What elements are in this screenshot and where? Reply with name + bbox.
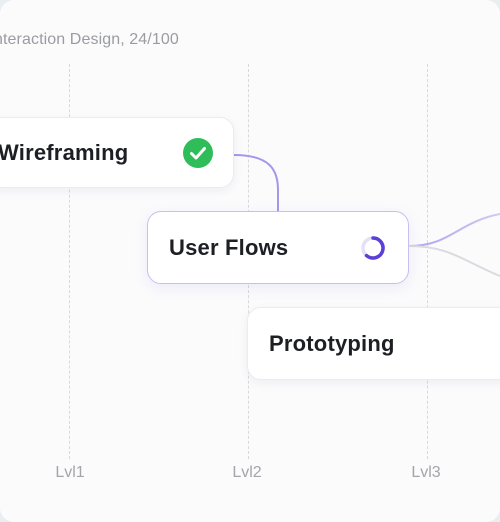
skill-node-wireframing[interactable]: Wireframing [0, 117, 234, 188]
skill-node-prototyping[interactable]: Prototyping [247, 307, 500, 380]
skill-node-user-flows[interactable]: User Flows [147, 211, 409, 284]
connector-wireframing-to-userflows [233, 154, 279, 211]
level-guide-line-1 [69, 64, 70, 459]
check-circle-icon [183, 137, 213, 168]
skill-node-label: Prototyping [269, 330, 395, 356]
course-progress-title: nteraction Design, 24/100 [0, 31, 179, 48]
level-guide-line-3 [427, 64, 428, 459]
connector-userflows-to-next [408, 213, 500, 247]
connector-userflows-to-prototyping [408, 245, 500, 277]
level-label-1: Lvl1 [55, 464, 85, 481]
skill-node-label: User Flows [169, 234, 289, 260]
skill-node-label: Wireframing [0, 139, 129, 165]
level-label-2: Lvl2 [232, 464, 262, 481]
loading-spinner-icon [361, 235, 385, 260]
level-label-3: Lvl3 [411, 464, 441, 481]
